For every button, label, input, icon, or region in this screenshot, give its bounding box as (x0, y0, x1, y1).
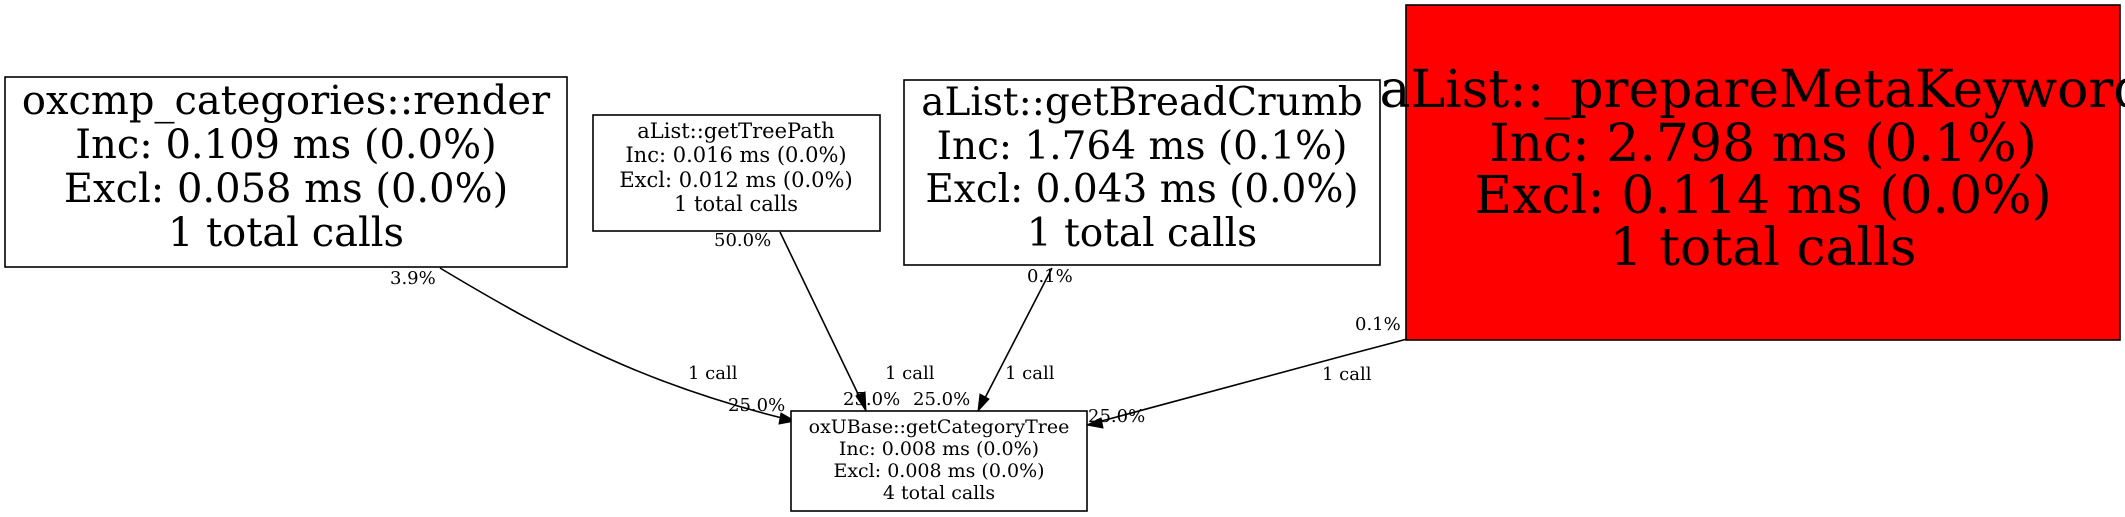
edge-breadcrumb-to-categorytree: 0.1% 1 call 25.0% (913, 266, 1073, 413)
node-title: aList::_prepareMetaKeyword (1379, 60, 2125, 120)
node-oxubase-getcategorytree[interactable]: oxUBase::getCategoryTree Inc: 0.008 ms (… (790, 410, 1088, 512)
node-calls: 1 total calls (1610, 218, 1917, 278)
edge-line (439, 267, 783, 419)
edge-from-pct: 3.9% (390, 268, 436, 289)
node-inc: Inc: 1.764 ms (0.1%) (937, 124, 1348, 169)
arrow-head (1085, 417, 1104, 429)
edge-from-pct: 50.0% (714, 230, 771, 251)
node-calls: 1 total calls (168, 210, 404, 256)
edge-to-pct: 25.0% (913, 389, 970, 410)
edge-calls: 1 call (1005, 363, 1055, 384)
edge-calls: 1 call (688, 363, 738, 384)
node-inc: Inc: 0.109 ms (0.0%) (75, 122, 496, 168)
node-excl: Excl: 0.008 ms (0.0%) (833, 460, 1044, 482)
node-alist-getbreadcrumb[interactable]: aList::getBreadCrumb Inc: 1.764 ms (0.1%… (903, 79, 1381, 266)
node-inc: Inc: 0.008 ms (0.0%) (839, 438, 1039, 460)
node-box (790, 410, 1088, 512)
edge-to-pct: 25.0% (1088, 406, 1145, 427)
arrow-head (855, 391, 867, 413)
node-inc: Inc: 0.016 ms (0.0%) (625, 143, 846, 167)
edge-calls: 1 call (885, 363, 935, 384)
edge-to-pct: 25.0% (728, 395, 785, 416)
edge-treepath-to-categorytree: 50.0% 1 call 25.0% (714, 230, 935, 413)
node-calls: 1 total calls (1027, 211, 1257, 256)
node-box (4, 76, 568, 268)
node-inc: Inc: 2.798 ms (0.1%) (1489, 114, 2037, 174)
node-oxcmp-categories-render[interactable]: oxcmp_categories::render Inc: 0.109 ms (… (4, 76, 568, 268)
node-box (903, 79, 1381, 266)
edge-metakeyword-to-categorytree: 0.1% 1 call 25.0% (1085, 314, 1408, 429)
edge-calls: 1 call (1322, 364, 1372, 385)
edge-render-to-categorytree: 3.9% 1 call 25.0% (390, 267, 797, 425)
node-box (1405, 4, 2121, 341)
node-box (592, 114, 881, 232)
node-title: oxUBase::getCategoryTree (809, 416, 1070, 438)
node-title: aList::getTreePath (637, 119, 834, 143)
node-alist-preparemetakeyword[interactable]: aList::_prepareMetaKeyword Inc: 2.798 ms… (1379, 4, 2125, 341)
node-excl: Excl: 0.114 ms (0.0%) (1474, 166, 2052, 226)
edge-line (779, 231, 861, 399)
arrow-head (977, 393, 990, 413)
edge-from-pct: 0.1% (1027, 266, 1073, 287)
edge-line (1097, 338, 1408, 423)
node-excl: Excl: 0.058 ms (0.0%) (64, 166, 508, 212)
edge-line (984, 267, 1053, 399)
node-excl: Excl: 0.012 ms (0.0%) (619, 168, 852, 192)
node-calls: 4 total calls (883, 482, 995, 504)
edge-to-pct: 25.0% (843, 389, 900, 410)
node-title: oxcmp_categories::render (22, 78, 551, 124)
node-title: aList::getBreadCrumb (921, 80, 1362, 125)
node-calls: 1 total calls (674, 192, 798, 216)
node-excl: Excl: 0.043 ms (0.0%) (925, 167, 1358, 212)
node-alist-gettreepath[interactable]: aList::getTreePath Inc: 0.016 ms (0.0%) … (592, 114, 881, 232)
edge-from-pct: 0.1% (1355, 314, 1401, 335)
